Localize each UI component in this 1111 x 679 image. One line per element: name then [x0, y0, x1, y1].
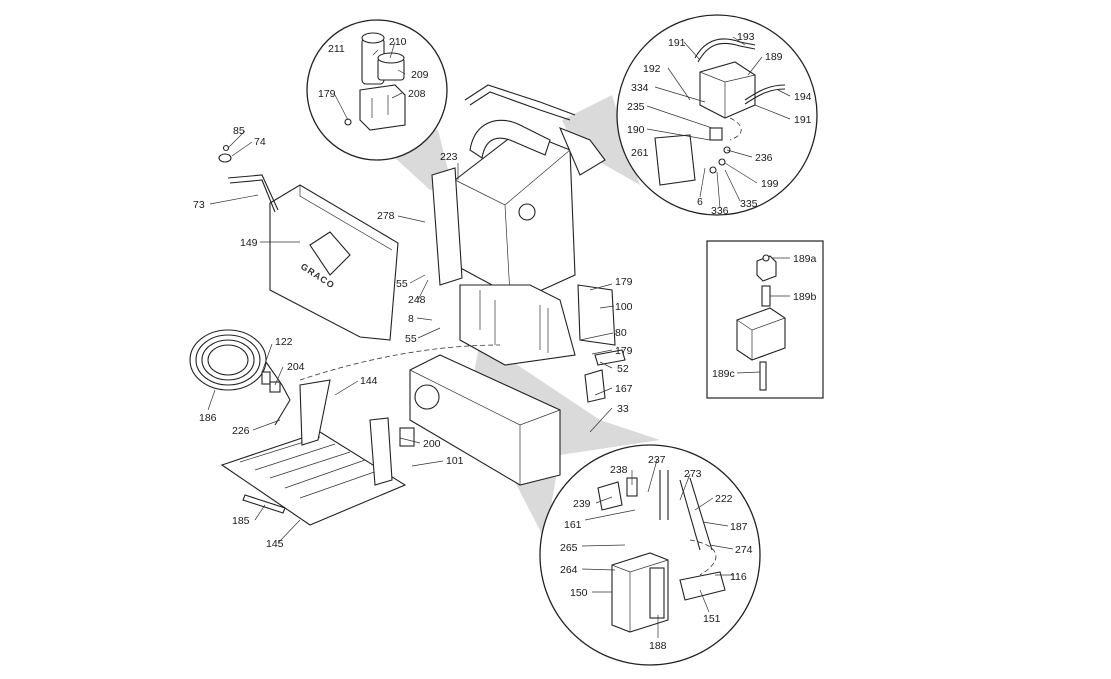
callout-55: 55 — [396, 278, 408, 290]
callout-191: 191 — [794, 114, 812, 126]
callout-265: 265 — [560, 542, 578, 554]
callout-100: 100 — [615, 301, 633, 313]
sprayer-body — [299, 84, 626, 486]
callout-179: 179 — [318, 88, 336, 100]
callout-192: 192 — [643, 63, 661, 75]
part-145-footplate — [220, 379, 415, 526]
part-73-wrench — [218, 144, 279, 213]
callout-145: 145 — [266, 538, 284, 550]
right-detail-circle — [616, 14, 818, 216]
callout-200: 200 — [423, 438, 441, 450]
callout-189a: 189a — [793, 253, 817, 265]
leader-lines — [207, 36, 791, 638]
callout-226: 226 — [232, 425, 250, 437]
callout-239: 239 — [573, 498, 591, 510]
callout-261: 261 — [631, 147, 649, 159]
callout-208: 208 — [408, 88, 426, 100]
callout-151: 151 — [703, 613, 721, 625]
callout-189: 189 — [765, 51, 783, 63]
callout-248: 248 — [408, 294, 426, 306]
callout-222: 222 — [715, 493, 733, 505]
callout-235: 235 — [627, 101, 645, 113]
callout-161: 161 — [564, 519, 582, 531]
callout-186: 186 — [199, 412, 217, 424]
callout-149: 149 — [240, 237, 258, 249]
top-detail-circle — [306, 19, 448, 161]
callout-33: 33 — [617, 403, 629, 415]
callout-190: 190 — [627, 124, 645, 136]
callout-labels: 85 74 73 149 211 210 209 179 208 223 278… — [193, 31, 817, 652]
right-detail-cone — [562, 95, 640, 185]
bottom-detail-circle — [539, 444, 761, 666]
callout-264: 264 — [560, 564, 578, 576]
callout-199: 199 — [761, 178, 779, 190]
callout-185: 185 — [232, 515, 250, 527]
callout-8: 8 — [408, 313, 414, 325]
callout-52: 52 — [617, 363, 629, 375]
callout-187: 187 — [730, 521, 748, 533]
callout-191: 191 — [668, 37, 686, 49]
callout-236: 236 — [755, 152, 773, 164]
callout-122: 122 — [275, 336, 293, 348]
callout-210: 210 — [389, 36, 407, 48]
callout-179: 179 — [615, 345, 633, 357]
callout-278: 278 — [377, 210, 395, 222]
callout-223: 223 — [440, 151, 458, 163]
callout-167: 167 — [615, 383, 633, 395]
callout-80: 80 — [615, 327, 627, 339]
callout-193: 193 — [737, 31, 755, 43]
callout-74: 74 — [254, 136, 266, 148]
callout-238: 238 — [610, 464, 628, 476]
part-149-cover: GRACO — [269, 184, 399, 341]
callout-194: 194 — [794, 91, 812, 103]
callout-144: 144 — [360, 375, 378, 387]
callout-334: 334 — [631, 82, 649, 94]
callout-336: 336 — [711, 205, 729, 217]
callout-116: 116 — [730, 571, 747, 583]
callout-189c: 189c — [712, 368, 735, 380]
callout-188: 188 — [649, 640, 667, 652]
inset-box-189 — [706, 240, 824, 399]
callout-55: 55 — [405, 333, 417, 345]
callout-189b: 189b — [793, 291, 817, 303]
callout-85: 85 — [233, 125, 245, 137]
callout-204: 204 — [287, 361, 305, 373]
callout-237: 237 — [648, 454, 666, 466]
callout-101: 101 — [446, 455, 464, 467]
callout-211: 211 — [328, 43, 345, 55]
callout-209: 209 — [411, 69, 429, 81]
callout-6: 6 — [697, 196, 703, 208]
callout-335: 335 — [740, 198, 758, 210]
callout-73: 73 — [193, 199, 205, 211]
callout-179: 179 — [615, 276, 633, 288]
callout-273: 273 — [684, 468, 702, 480]
callout-274: 274 — [735, 544, 753, 556]
callout-150: 150 — [570, 587, 588, 599]
